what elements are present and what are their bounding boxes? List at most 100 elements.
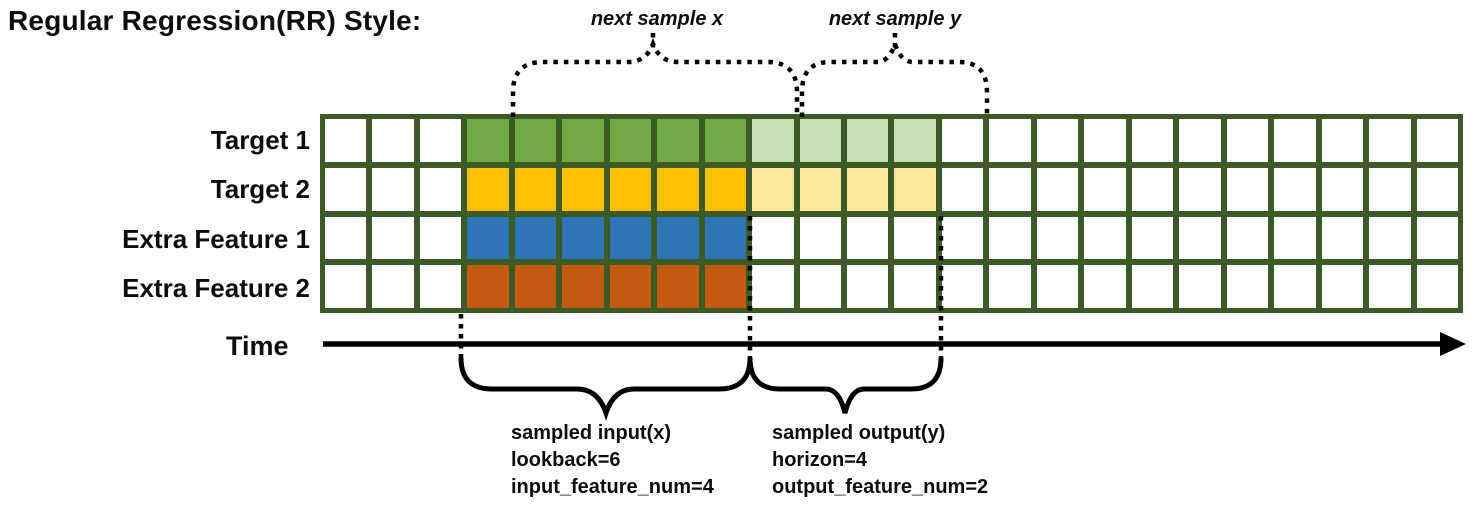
- grid-cell: [1321, 119, 1364, 162]
- grid-cell: [1084, 216, 1126, 260]
- grid-cell: [704, 265, 747, 308]
- grid-cell: [562, 119, 604, 162]
- grid-cell: [1274, 265, 1316, 308]
- grid-cell: [847, 167, 889, 211]
- grid-cell: [325, 167, 367, 211]
- sampled-output-brace: [747, 357, 944, 414]
- grid-cell: [609, 216, 652, 260]
- grid-cell: [799, 216, 842, 260]
- grid-cell: [657, 167, 699, 211]
- grid-cell: [1226, 216, 1269, 260]
- grid-cell: [752, 119, 794, 162]
- grid-cell: [894, 167, 936, 211]
- grid-cell: [1274, 216, 1316, 260]
- grid-cell: [1179, 167, 1221, 211]
- diagram-title: Regular Regression(RR) Style:: [8, 5, 422, 36]
- grid-cell: [752, 216, 794, 260]
- grid-cell: [941, 167, 984, 211]
- grid-cell: [989, 216, 1031, 260]
- grid-cell: [372, 265, 414, 308]
- grid-cell: [372, 216, 414, 260]
- time-arrow-head-icon: [1440, 332, 1466, 356]
- grid-cell: [325, 216, 367, 260]
- output-feature-num-caption-line: output_feature_num=2: [772, 476, 989, 498]
- grid-cell: [941, 119, 984, 162]
- row-label-extra-feature-2: Extra Feature 2: [122, 273, 310, 303]
- grid-cell: [657, 265, 699, 308]
- grid-cell: [704, 119, 747, 162]
- row-label-extra-feature-1: Extra Feature 1: [122, 224, 310, 254]
- grid-cell: [1369, 119, 1411, 162]
- grid-cell: [989, 265, 1031, 308]
- next-sample-x-label: next sample x: [590, 8, 724, 30]
- grid-cell: [941, 265, 984, 308]
- grid-cell: [799, 167, 842, 211]
- grid-cell: [419, 216, 462, 260]
- grid-cell: [1036, 167, 1079, 211]
- sample-grid: [320, 114, 1463, 313]
- grid-cell: [894, 216, 936, 260]
- grid-cell: [1416, 167, 1458, 211]
- grid-cell: [799, 119, 842, 162]
- row-label-target-2: Target 2: [210, 174, 310, 204]
- sampled-input-caption: sampled input(x) lookback=6 input_featur…: [511, 420, 714, 501]
- grid-cell: [657, 216, 699, 260]
- grid-cell: [1084, 167, 1126, 211]
- grid-cell: [752, 167, 794, 211]
- grid-cell: [1131, 119, 1174, 162]
- grid-cell: [419, 119, 462, 162]
- grid-cell: [1036, 119, 1079, 162]
- grid-cell: [467, 265, 509, 308]
- lookback-caption-line: lookback=6: [511, 449, 621, 471]
- sampled-output-caption-line: sampled output(y): [772, 422, 946, 444]
- grid-cell: [467, 216, 509, 260]
- grid-cell: [657, 119, 699, 162]
- grid-cell: [325, 119, 367, 162]
- grid-cell: [1036, 265, 1079, 308]
- grid-cell: [562, 167, 604, 211]
- grid-cell: [372, 167, 414, 211]
- grid-cell: [799, 265, 842, 308]
- grid-cell: [752, 265, 794, 308]
- grid-cell: [325, 265, 367, 308]
- grid-cell: [514, 119, 557, 162]
- grid-cell: [1131, 167, 1174, 211]
- grid-cell: [1131, 265, 1174, 308]
- grid-cell: [847, 265, 889, 308]
- grid-cell: [609, 167, 652, 211]
- next-sample-y-label: next sample y: [828, 8, 962, 30]
- grid-cell: [894, 265, 936, 308]
- grid-cell: [1274, 119, 1316, 162]
- grid-cell: [419, 265, 462, 308]
- grid-cell: [419, 167, 462, 211]
- grid-cell: [1179, 216, 1221, 260]
- grid-cell: [514, 216, 557, 260]
- grid-cell: [894, 119, 936, 162]
- grid-cell: [847, 119, 889, 162]
- row-label-target-1: Target 1: [210, 125, 310, 155]
- grid-cell: [704, 167, 747, 211]
- grid-cell: [1369, 216, 1411, 260]
- grid-cell: [467, 119, 509, 162]
- grid-cell: [1226, 167, 1269, 211]
- sampled-output-caption: sampled output(y) horizon=4 output_featu…: [772, 420, 988, 501]
- grid-cell: [1416, 216, 1458, 260]
- next-sample-x-brace: [510, 37, 800, 117]
- grid-cell: [1179, 119, 1221, 162]
- grid-cell: [514, 167, 557, 211]
- grid-cell: [1321, 167, 1364, 211]
- grid-cell: [514, 265, 557, 308]
- grid-cell: [1321, 265, 1364, 308]
- input-feature-num-caption-line: input_feature_num=4: [511, 476, 714, 498]
- grid-cell: [1036, 216, 1079, 260]
- grid-cell: [609, 265, 652, 308]
- grid-cell: [1274, 167, 1316, 211]
- grid-cell: [609, 119, 652, 162]
- grid-cell: [1416, 265, 1458, 308]
- grid-cell: [1369, 167, 1411, 211]
- grid-cell: [1131, 216, 1174, 260]
- grid-cell: [1416, 119, 1458, 162]
- time-label: Time: [226, 331, 289, 361]
- sampled-input-brace: [458, 357, 753, 421]
